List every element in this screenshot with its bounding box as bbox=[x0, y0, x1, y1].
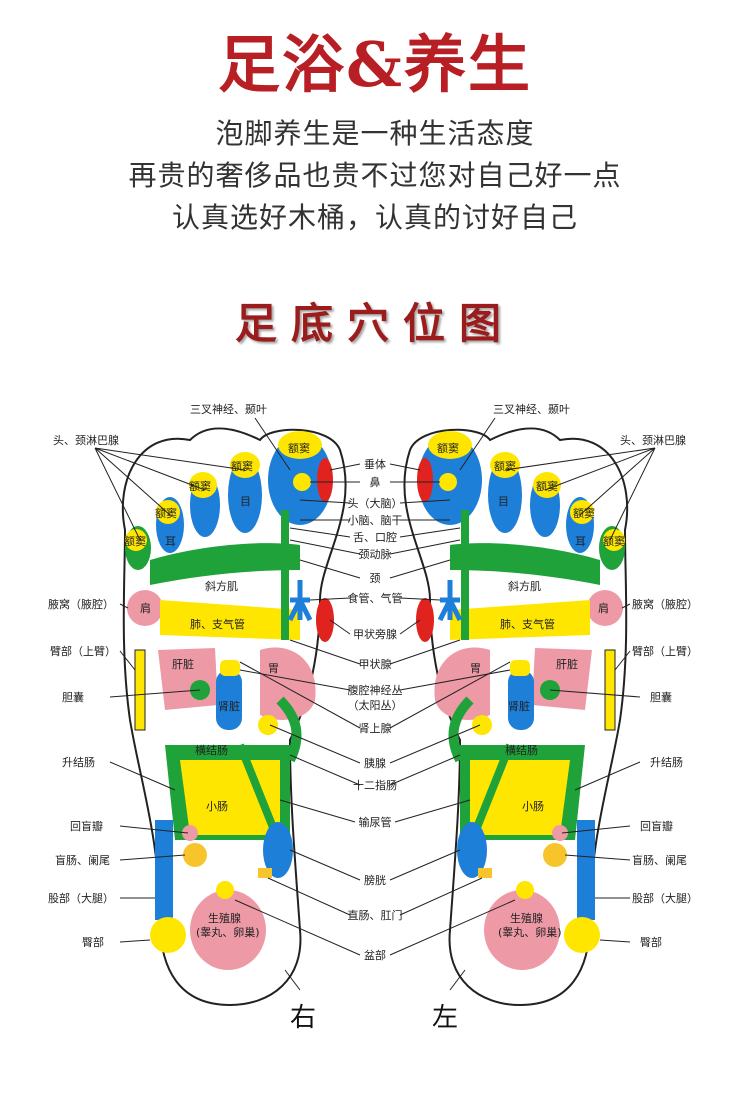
org-eds-l5: 额窦 bbox=[603, 535, 625, 548]
org-shengzhi2-r: (睾丸、卵巢) bbox=[196, 925, 260, 939]
label-penbu: 盆部 bbox=[364, 948, 386, 962]
org-hengjie-r: 横结肠 bbox=[195, 743, 228, 757]
label-gubu-r: 股部（大腿） bbox=[48, 891, 114, 905]
org-shengzhi2-l: (睾丸、卵巢) bbox=[498, 925, 562, 939]
label-chuiti: 垂体 bbox=[364, 457, 386, 471]
intro-line-1: 泡脚养生是一种生活态度 bbox=[215, 117, 535, 150]
org-wei-l: 胃 bbox=[470, 662, 481, 675]
org-wei-r: 胃 bbox=[268, 662, 279, 675]
org-shengzhi1-l: 生殖腺 bbox=[510, 911, 543, 925]
page-title: 足浴&养生 bbox=[218, 28, 532, 101]
label-yi: 胰腺 bbox=[364, 756, 386, 770]
org-eds-r2: 额窦 bbox=[231, 460, 253, 473]
org-xiefangji-r: 斜方肌 bbox=[205, 579, 238, 593]
org-eye-r: 目 bbox=[240, 495, 251, 508]
org-jian-r: 肩 bbox=[140, 601, 151, 615]
org-eds-l3: 额窦 bbox=[536, 480, 558, 493]
label-dannang-r: 胆囊 bbox=[62, 690, 84, 704]
right-foot-label: 右 bbox=[290, 1003, 316, 1033]
label-dannang-l: 胆囊 bbox=[650, 690, 672, 704]
org-eds-r3: 额窦 bbox=[189, 480, 211, 493]
org-eye-l: 目 bbox=[498, 495, 509, 508]
label-yewo-r: 腋窝（腋腔） bbox=[48, 597, 114, 611]
label-she-kouqiang: 舌、口腔 bbox=[353, 530, 397, 544]
label-yewo-l: 腋窝（腋腔） bbox=[632, 597, 698, 611]
label-bi: 鼻 bbox=[370, 475, 381, 489]
intro-line-3: 认真选好木桶，认真的讨好自己 bbox=[171, 201, 578, 234]
label-jiazhuangpang: 甲状旁腺 bbox=[353, 627, 397, 641]
label-mangchang-l: 盲肠、阑尾 bbox=[632, 853, 687, 867]
label-shengjiechang-r: 升结肠 bbox=[62, 756, 95, 769]
label-jiazhuang: 甲状腺 bbox=[359, 657, 392, 671]
label-zhichang: 直肠、肛门 bbox=[348, 908, 403, 922]
label-xiaonao: 小脑、脑干 bbox=[348, 514, 403, 527]
org-eds-l1: 额窦 bbox=[437, 442, 459, 455]
org-fei-r: 肺、支气管 bbox=[190, 617, 245, 631]
org-eds-l4: 额窦 bbox=[573, 507, 595, 520]
org-ear-l: 耳 bbox=[575, 535, 586, 548]
label-shenshang: 肾上腺 bbox=[359, 721, 392, 735]
label-shengjiechang-l: 升结肠 bbox=[650, 756, 683, 769]
label-jing: 颈 bbox=[370, 572, 381, 585]
org-ear-r: 耳 bbox=[165, 535, 176, 548]
label-sanchashenjing-r: 三叉神经、颞叶 bbox=[190, 402, 267, 416]
label-tou-danao: 头（大脑） bbox=[348, 496, 403, 510]
label-shuniaoguan: 输尿管 bbox=[359, 815, 392, 829]
label-shierzhichang: 十二指肠 bbox=[353, 778, 397, 792]
label-tou-jinglinba-r: 头、颈淋巴腺 bbox=[53, 433, 119, 447]
label-tunbu-l: 臀部 bbox=[640, 935, 662, 949]
label-fuqiang-1: 腹腔神经丛 bbox=[348, 683, 403, 697]
label-bibu-r: 臂部（上臂） bbox=[50, 644, 116, 658]
label-shiguan: 食管、气管 bbox=[348, 591, 403, 605]
label-tunbu-r: 臀部 bbox=[82, 935, 104, 949]
org-fei-l: 肺、支气管 bbox=[500, 617, 555, 631]
org-jian-l: 肩 bbox=[598, 601, 609, 615]
org-eds-r4: 额窦 bbox=[155, 507, 177, 520]
org-xiefangji-l: 斜方肌 bbox=[508, 579, 541, 593]
org-shen-l: 肾脏 bbox=[508, 700, 530, 713]
label-mangchang-r: 盲肠、阑尾 bbox=[55, 853, 110, 867]
intro-line-2: 再贵的奢侈品也贵不过您对自己好一点 bbox=[128, 159, 622, 192]
label-huimangban-r: 回盲瓣 bbox=[70, 819, 103, 833]
label-huimangban-l: 回盲瓣 bbox=[640, 819, 673, 833]
org-eds-r5: 额窦 bbox=[124, 535, 146, 548]
diagram-subtitle: 足底穴位图 bbox=[234, 299, 515, 348]
label-gubu-l: 股部（大腿） bbox=[632, 891, 698, 905]
org-hengjie-l: 横结肠 bbox=[505, 743, 538, 757]
org-shen-r: 肾脏 bbox=[218, 700, 240, 713]
label-tou-jinglinba-l: 头、颈淋巴腺 bbox=[620, 433, 686, 447]
org-shengzhi1-r: 生殖腺 bbox=[208, 911, 241, 925]
org-gan-l: 肝脏 bbox=[556, 658, 578, 671]
label-sanchashenjing-l: 三叉神经、颞叶 bbox=[493, 402, 570, 416]
org-xiaochang-r: 小肠 bbox=[206, 800, 228, 813]
org-gan-r: 肝脏 bbox=[172, 658, 194, 671]
left-foot-label: 左 bbox=[432, 1003, 458, 1033]
org-eds-l2: 额窦 bbox=[494, 460, 516, 473]
org-eds-r1: 额窦 bbox=[288, 442, 310, 455]
org-xiaochang-l: 小肠 bbox=[522, 800, 544, 813]
label-pangguang: 膀胱 bbox=[364, 873, 386, 887]
label-jingdongmai: 颈动脉 bbox=[359, 547, 392, 561]
label-bibu-l: 臂部（上臂） bbox=[632, 644, 698, 658]
label-fuqiang-2: （太阳丛） bbox=[348, 699, 403, 712]
